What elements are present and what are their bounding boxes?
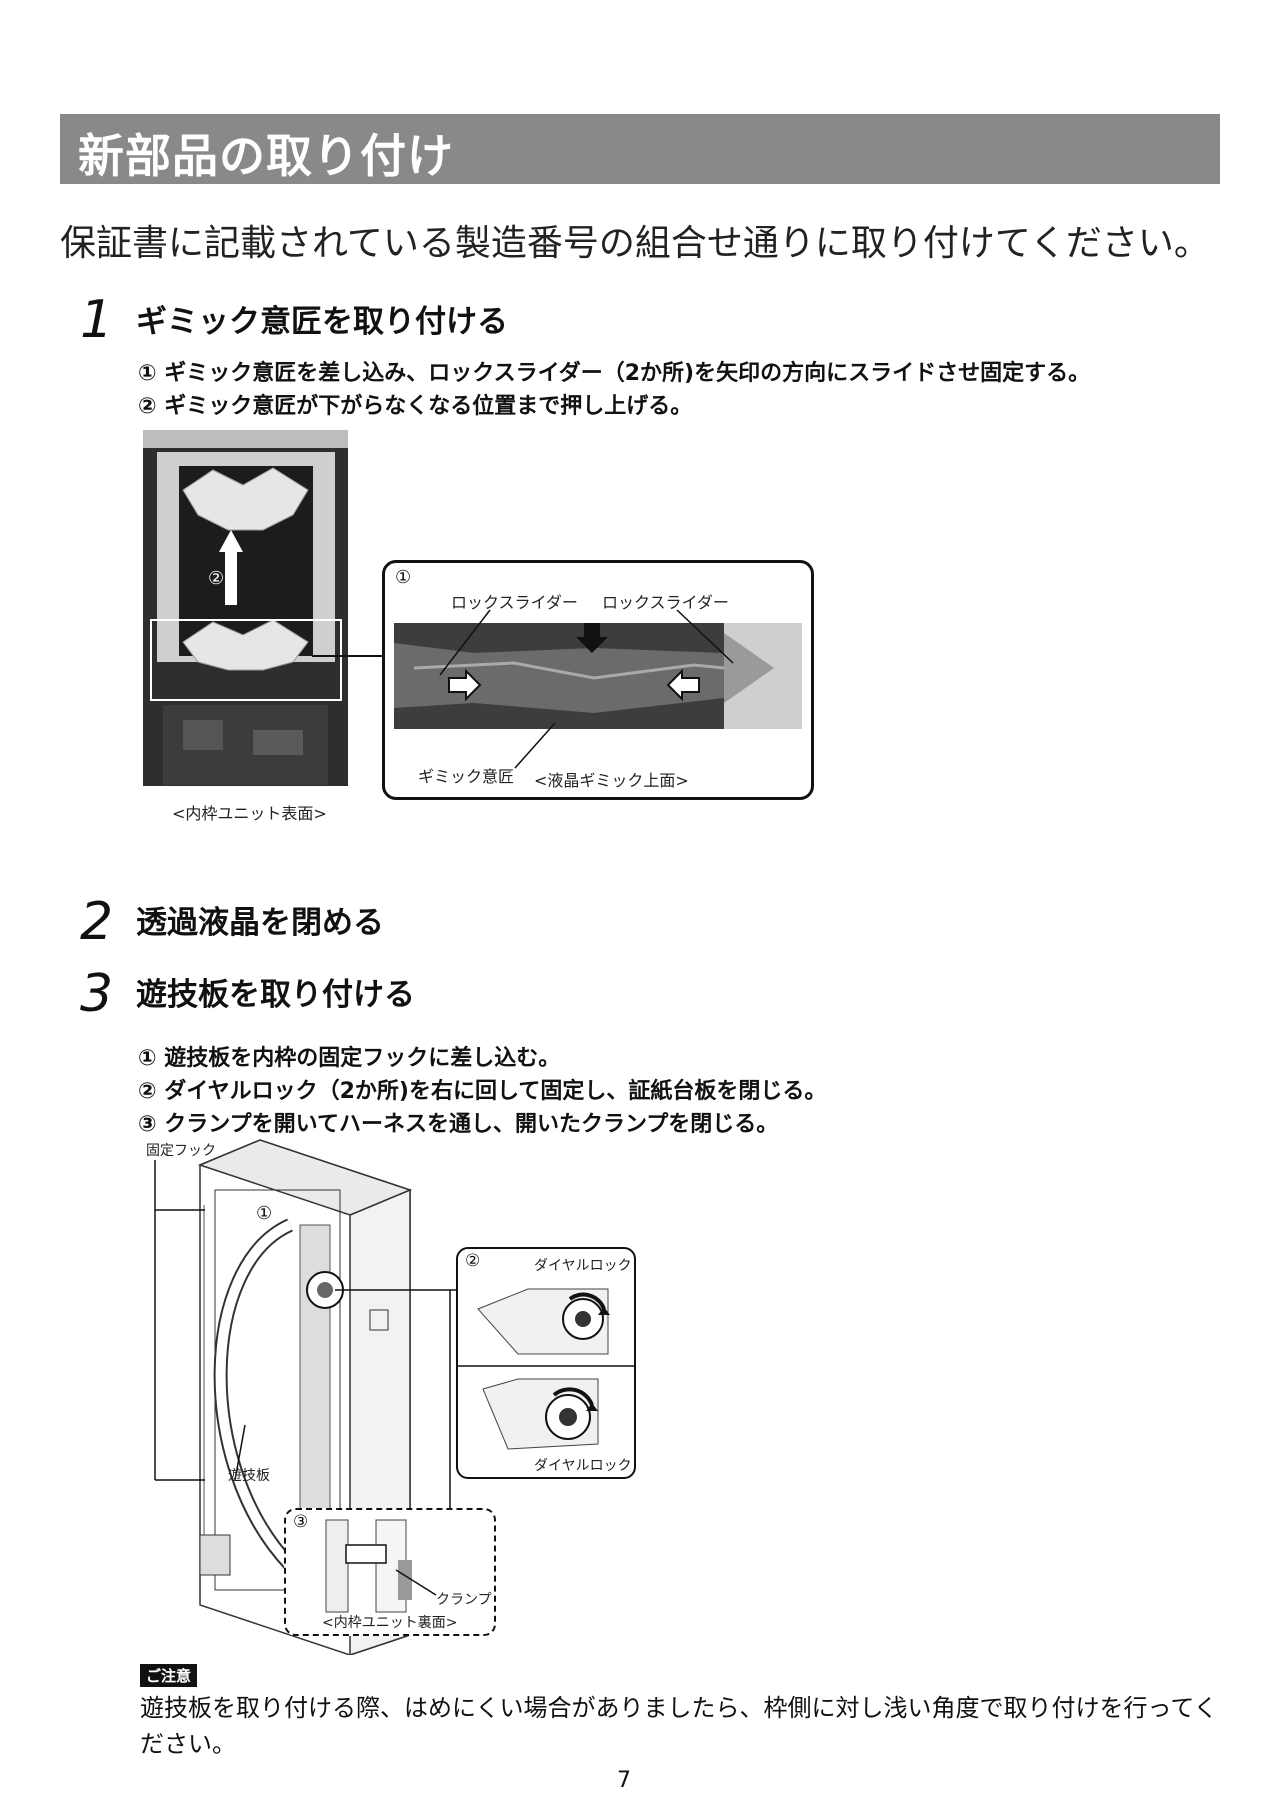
step-2-title: 透過液晶を閉める [136, 905, 384, 941]
page-number: 7 [617, 1768, 631, 1793]
caution-badge: ご注意 [140, 1664, 198, 1687]
label-dial-lock-bottom: ダイヤルロック [534, 1458, 632, 1474]
figure-marker-1: ① [256, 1203, 273, 1224]
inner-frame-front-illustration [143, 430, 348, 786]
detail-leader-lines [439, 609, 734, 769]
step-3-number: 3 [80, 964, 114, 1024]
lcd-gimmick-top-photo [394, 623, 802, 729]
intro-text: 保証書に記載されている製造番号の組合せ通りに取り付けてください。 [60, 223, 1210, 264]
step-1-sub-1: ① ギミック意匠を差し込み、ロックスライダー（2か所)を矢印の方向にスライドさせ… [138, 361, 1091, 386]
connector-line [312, 655, 384, 657]
dial-detail-marker-2: ② [465, 1251, 481, 1271]
inner-frame-back-illustration [154, 1139, 585, 1655]
clamp-detail-box: ③ クランプ <内枠ユニット裏面> [284, 1508, 496, 1636]
photo-caption-front: <内枠ユニット表面> [172, 804, 327, 823]
caption-inner-frame-back: <内枠ユニット裏面> [322, 1615, 458, 1631]
detail-caption-lcd-top: <液晶ギミック上面> [534, 771, 689, 790]
step-2-number: 2 [80, 892, 114, 952]
label-fixing-hook: 固定フック [146, 1143, 216, 1159]
section-title-bar: 新部品の取り付け [60, 114, 1220, 184]
step-3-sub-2: ② ダイヤルロック（2か所)を右に回して固定し、証紙台板を閉じる。 [138, 1079, 827, 1104]
clamp-illustration [325, 1519, 437, 1613]
dial-lock-detail-box: ② ダイヤルロック ダイヤルロック [456, 1247, 636, 1479]
lock-slider-detail-box: ① ロックスライダー ロックスライダー ギミック意匠 <液晶ギミック上面> [382, 560, 814, 800]
detail-marker-1: ① [395, 567, 412, 588]
step-3-sub-1: ① 遊技板を内枠の固定フックに差し込む。 [138, 1046, 561, 1071]
step-3-title: 遊技板を取り付ける [136, 977, 415, 1013]
label-gimmick-design: ギミック意匠 [418, 767, 515, 786]
label-lock-slider-right: ロックスライダー [602, 593, 729, 612]
section-title: 新部品の取り付け [78, 129, 454, 183]
step-1-number: 1 [80, 290, 114, 350]
clamp-detail-marker-3: ③ [293, 1512, 309, 1532]
step-1-sub-2: ② ギミック意匠が下がらなくなる位置まで押し上げる。 [138, 394, 693, 419]
label-dial-lock-top: ダイヤルロック [534, 1258, 632, 1274]
label-game-board: 遊技板 [228, 1468, 270, 1484]
step-1-title: ギミック意匠を取り付ける [136, 304, 508, 340]
dial-lock-illustration [458, 1288, 634, 1450]
label-clamp: クランプ [436, 1592, 492, 1608]
photo-marker-2: ② [208, 568, 225, 589]
step-3-sub-3: ③ クランプを開いてハーネスを通し、開いたクランプを閉じる。 [138, 1112, 779, 1137]
caution-text: 遊技板を取り付ける際、はめにくい場合がありましたら、枠側に対し浅い角度で取り付け… [140, 1694, 1218, 1758]
inner-frame-front-photo [143, 430, 348, 786]
label-lock-slider-left: ロックスライダー [451, 593, 578, 612]
